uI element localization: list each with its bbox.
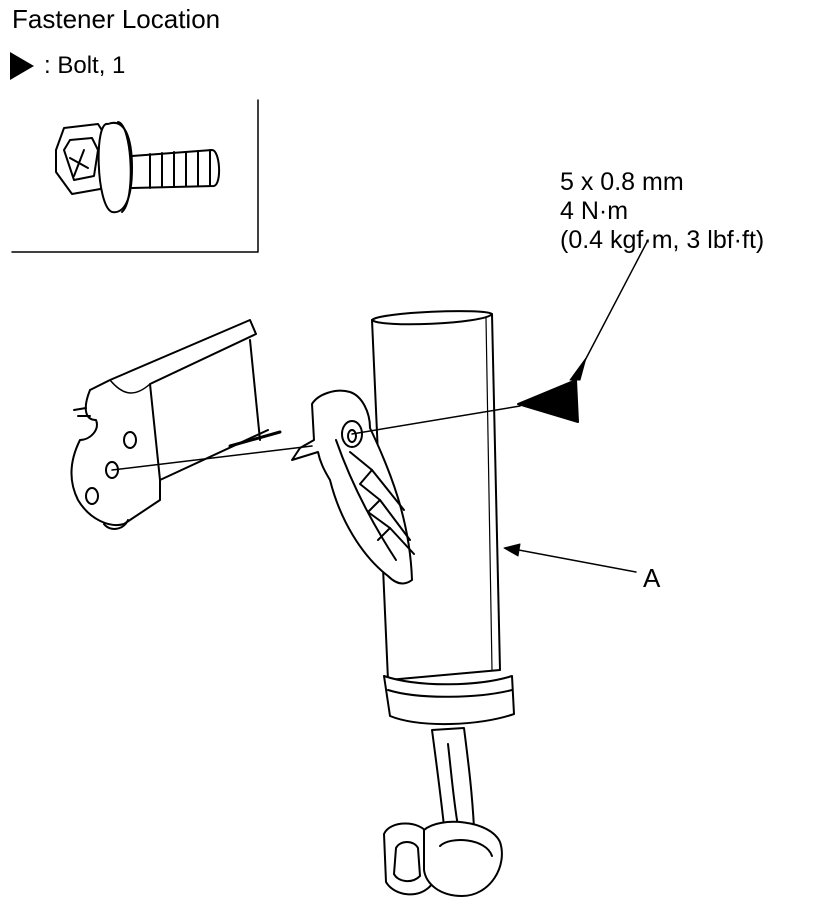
page-title: Fastener Location [12,4,221,34]
legend-text: : Bolt, 1 [44,52,126,79]
triangle-marker-icon [10,52,34,80]
leader-lines [111,239,649,573]
bolt-inset [11,99,259,253]
spec-torque-alt: (0.4 kgf·m, 3 lbf·ft) [560,226,765,254]
spec-thread: 5 x 0.8 mm [560,168,684,196]
shock-bracket [291,389,415,585]
torque-spec: 5 x 0.8 mm 4 N·m (0.4 kgf·m, 3 lbf·ft) [560,168,764,255]
fastener-legend: : Bolt, 1 [10,52,125,80]
spec-torque: 4 N·m [560,197,629,225]
body-bracket [70,319,282,530]
callout-a-arrow-icon [503,543,521,557]
bolt-location-marker-icon [517,357,587,423]
callout-a-label: A [643,563,661,593]
bolt-icon [55,121,220,214]
shock-absorber [371,310,515,897]
